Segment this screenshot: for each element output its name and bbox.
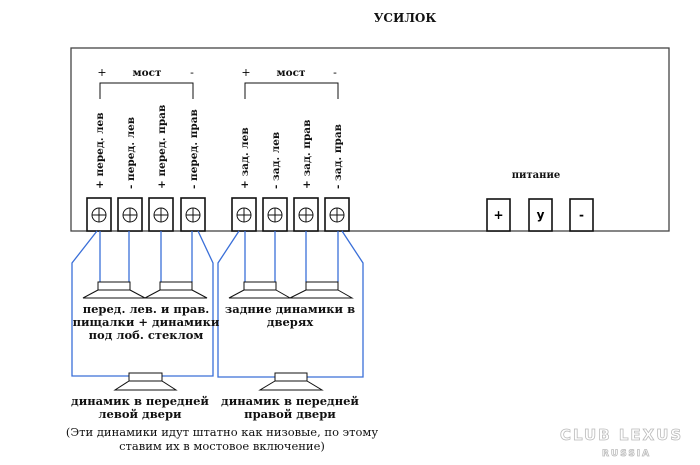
screw-icon <box>298 207 314 223</box>
speaker-cone <box>144 289 208 299</box>
speaker-magnet <box>274 372 308 382</box>
speaker-magnet <box>305 281 339 291</box>
screw-icon <box>153 207 169 223</box>
speaker-cone <box>258 380 324 391</box>
bridge-group-front: + мост - <box>97 66 194 99</box>
power-label: питание <box>512 170 561 181</box>
terminal-label: + зад. лев <box>239 127 251 189</box>
amplifier-box <box>70 47 670 232</box>
watermark-logo: CLUB LEXUS RUSSIA <box>560 426 683 460</box>
power-terminal-label: - <box>579 208 584 222</box>
bridge-minus: - <box>333 66 337 79</box>
terminal-label: - перед. прав <box>188 109 200 189</box>
speaker-cone <box>82 289 146 299</box>
terminal: + перед. лев <box>86 112 112 232</box>
terminal-block <box>293 197 319 232</box>
wire <box>71 230 130 377</box>
note: (Эти динамики идут штатно как низовые, п… <box>66 425 378 453</box>
screw-icon <box>122 207 138 223</box>
terminal: - зад. лев <box>262 132 288 232</box>
terminal-label: - перед. лев <box>125 117 137 189</box>
caption-line: задние динамики в <box>225 302 355 316</box>
speaker-magnet <box>159 281 193 291</box>
power-terminal: - <box>569 198 594 232</box>
watermark-text: CLUB LEXUS <box>560 426 683 444</box>
terminal-block <box>86 197 112 232</box>
front-wires <box>71 230 214 377</box>
speaker-magnet <box>97 281 131 291</box>
terminal: - зад. прав <box>324 124 350 232</box>
bridge-plus: + <box>97 66 106 79</box>
screw-icon <box>267 207 283 223</box>
speaker-magnet <box>128 372 163 382</box>
power-terminal-label: + <box>493 208 503 222</box>
screw-icon <box>236 207 252 223</box>
watermark-text: RUSSIA <box>602 449 651 459</box>
terminal-label: + перед. лев <box>94 112 106 189</box>
screw-icon <box>185 207 201 223</box>
terminal-label: + зад. прав <box>301 120 313 189</box>
caption-line: дверях <box>267 315 314 329</box>
power-terminal-block <box>569 198 594 232</box>
terminal: + перед. прав <box>148 105 174 232</box>
rear-wires <box>217 230 364 378</box>
front-caption: перед. лев. и прав. пищалки + динамики п… <box>73 302 220 342</box>
caption-line: под лоб. стеклом <box>89 328 204 342</box>
speaker-icon <box>228 281 292 299</box>
speaker-cone <box>113 380 178 391</box>
power-terminal: у <box>528 198 553 232</box>
speaker-icon <box>113 372 178 391</box>
terminal: + зад. прав <box>293 120 319 232</box>
diagram-title: УСИЛОК <box>374 11 437 25</box>
wire <box>307 230 364 378</box>
front-right-door-caption: динамик в передней правой двери <box>221 394 359 421</box>
bridge-minus: - <box>190 66 194 79</box>
caption-line: пищалки + динамики <box>73 315 220 329</box>
bridge-plus: + <box>241 66 250 79</box>
bridge-bracket <box>99 82 194 99</box>
speaker-icon <box>289 281 354 299</box>
screw-icon <box>91 207 107 223</box>
terminal-block <box>117 197 143 232</box>
terminal: - перед. лев <box>117 117 143 232</box>
wire <box>217 230 276 378</box>
power-terminal-block <box>528 198 553 232</box>
note-line: (Эти динамики идут штатно как низовые, п… <box>66 425 378 439</box>
caption-line: перед. лев. и прав. <box>83 302 210 316</box>
wire <box>162 230 214 377</box>
bridge-label: мост <box>276 67 306 79</box>
terminal-label: - зад. лев <box>270 132 282 189</box>
caption-line: динамик в передней <box>71 394 209 408</box>
speaker-magnet <box>243 281 277 291</box>
screw-icon <box>329 207 345 223</box>
caption-line: левой двери <box>98 407 182 421</box>
speaker-icon <box>82 281 146 299</box>
note-line: ставим их в мостовое включение) <box>119 439 325 453</box>
rear-caption: задние динамики в дверях <box>225 302 355 329</box>
caption-line: динамик в передней <box>221 394 359 408</box>
power-terminal: + <box>486 198 511 232</box>
speaker-icon <box>258 372 324 391</box>
bridge-bracket <box>244 82 339 99</box>
terminal: - перед. прав <box>180 109 206 232</box>
terminal-label: + перед. прав <box>156 105 168 189</box>
speaker-cone <box>289 289 354 299</box>
caption-line: правой двери <box>244 407 336 421</box>
front-left-door-caption: динамик в передней левой двери <box>71 394 209 421</box>
speaker-cone <box>228 289 292 299</box>
power-terminal-block <box>486 198 511 232</box>
bridge-group-rear: + мост - <box>241 66 339 99</box>
speaker-icon <box>144 281 208 299</box>
power-terminal-label: у <box>537 208 545 222</box>
terminal-label: - зад. прав <box>332 124 344 189</box>
bridge-label: мост <box>132 67 162 79</box>
terminal: + зад. лев <box>231 127 257 232</box>
